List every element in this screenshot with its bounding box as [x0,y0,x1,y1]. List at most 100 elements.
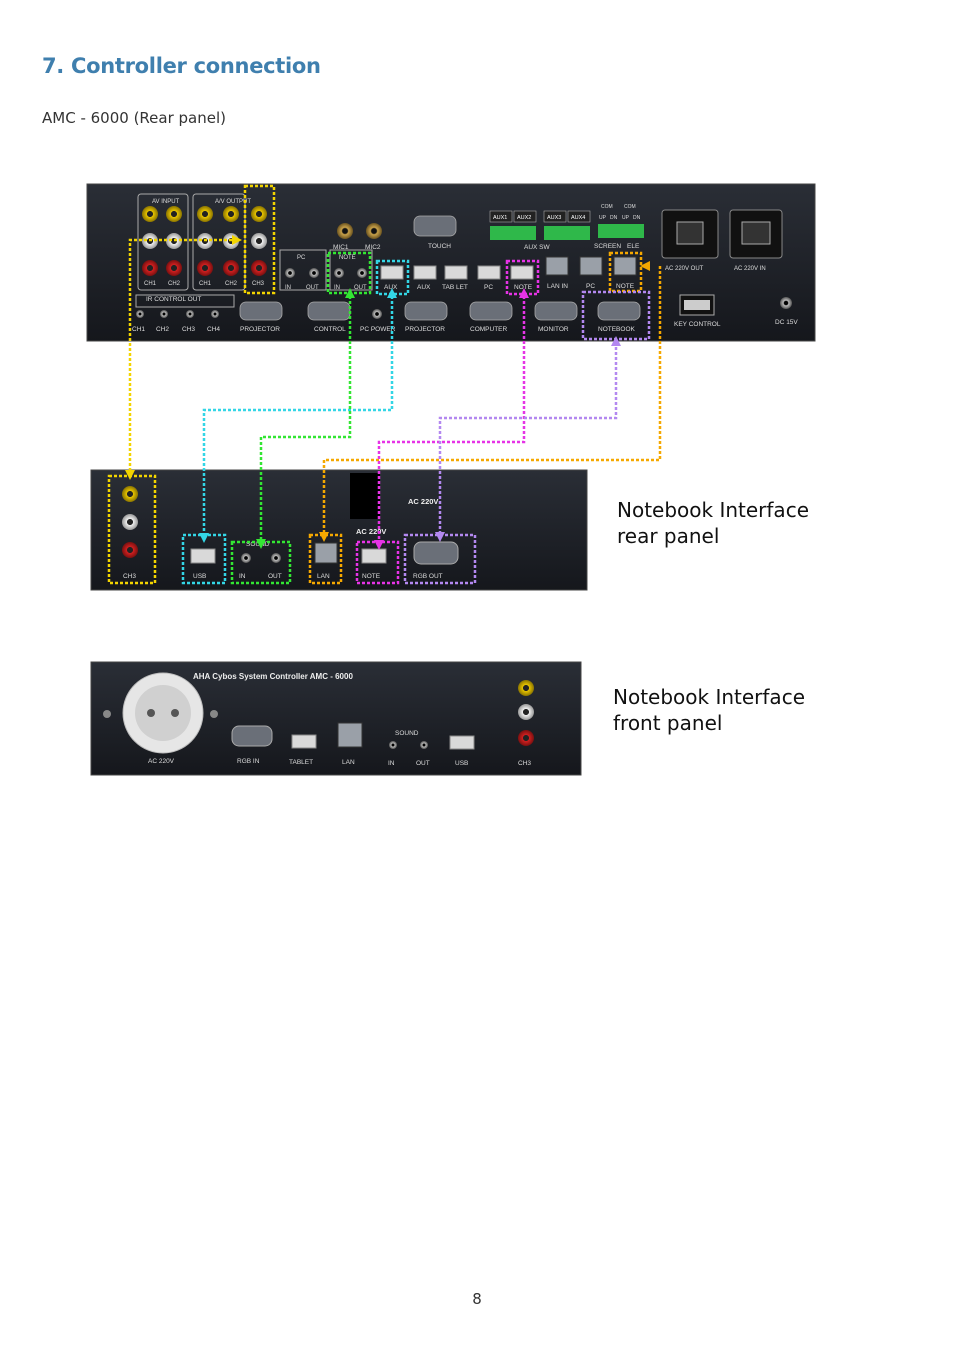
label-pc: PC [297,255,306,261]
label-aux4: AUX4 [571,215,585,221]
notebook-rear-panel: AC 220V AC 220V CH3 USB SOUND IN OUT LAN… [90,469,588,591]
caption-front-panel: Notebook Interface front panel [613,684,805,736]
connection-lines [128,238,662,540]
db-connectors [239,215,641,321]
highlight-avout-ch3 [243,184,276,295]
figure-subheading: AMC - 6000 (Rear panel) [42,109,226,127]
usb-ports [380,265,534,280]
label-ch2b: CH2 [225,281,238,287]
label-front-out: OUT [416,760,430,767]
label-mic1: MIC1 [333,244,349,251]
line-lan [322,266,662,533]
label-nbr-rgb-out: RGB OUT [413,573,443,580]
label-nbr-ch3: CH3 [123,573,136,580]
label-ir-ch4: CH4 [207,326,220,333]
label-dn1: DN [610,215,618,221]
label-ch3: CH3 [252,281,265,287]
label-front-sound: SOUND [395,730,419,737]
label-pc-in: IN [285,285,291,291]
label-lan-in: LAN IN [547,283,568,290]
label-aux2sw: AUX2 [517,215,531,221]
label-nbr-lan: LAN [317,573,330,580]
label-note-out: OUT [354,285,367,291]
label-dc: DC 15V [775,319,798,326]
label-nbr-note: NOTE [362,573,381,580]
label-front-title: AHA Cybos System Controller AMC - 6000 [193,672,353,681]
label-tablet: TAB LET [442,284,468,291]
label-ch1b: CH1 [199,281,212,287]
label-note-in: IN [334,285,340,291]
highlight-aux-usb [375,259,410,296]
label-control: CONTROL [314,326,346,333]
highlight-note-usb [505,259,540,296]
label-aux2: AUX [417,284,431,291]
line-note-usb [377,296,526,540]
label-ch2: CH2 [168,281,181,287]
label-com1: COM [601,204,613,210]
label-front-lan: LAN [342,759,355,766]
line-rgb [438,342,618,533]
label-front-ac: AC 220V [148,758,175,765]
label-monitor: MONITOR [538,326,569,333]
label-computer: COMPUTER [470,326,508,333]
label-nbr-ac2: AC 220V [356,527,386,536]
label-ir-ch1: CH1 [132,326,145,333]
label-aux1: AUX1 [493,215,507,221]
connection-diagram: AV INPUT A/V OUTPUT CH1 CH2 CH1 CH2 CH3 … [86,183,816,776]
label-ir-control-out: IR CONTROL OUT [146,296,201,303]
label-ac-out: AC 220V OUT [665,266,704,272]
caption-front-line2: front panel [613,711,723,735]
label-ir-ch3: CH3 [182,326,195,333]
label-av-input: AV INPUT [152,199,180,205]
label-front-usb: USB [455,760,468,767]
label-mic2: MIC2 [365,244,381,251]
label-projector2: PROJECTOR [405,326,445,333]
label-lan-pc: PC [586,283,595,290]
label-ac-in: AC 220V IN [734,266,766,272]
label-notebook: NOTEBOOK [598,326,636,333]
label-note-usb: NOTE [514,284,533,291]
label-lan-note: NOTE [616,283,635,290]
page-number: 8 [472,1290,482,1308]
caption-rear-line1: Notebook Interface [617,498,809,522]
aux-sw-terminals [489,210,644,240]
label-aux: AUX [384,284,398,291]
label-touch: TOUCH [428,243,451,250]
label-nbr-ac1: AC 220V [408,497,438,506]
label-aux3: AUX3 [547,215,561,221]
notebook-front-panel: AHA Cybos System Controller AMC - 6000 A… [90,661,582,776]
line-sound [259,296,352,540]
label-front-ch3: CH3 [518,760,531,767]
line-usb-aux [202,296,394,533]
label-nbr-usb: USB [193,573,206,580]
line-ch3 [128,238,232,470]
label-front-tablet: TABLET [289,759,313,766]
lan-ports [545,256,637,276]
label-ch1: CH1 [144,281,157,287]
label-up1: UP [599,215,607,221]
label-av-output: A/V OUTPUT [215,199,251,205]
label-key-control: KEY CONTROL [674,321,721,328]
caption-rear-panel: Notebook Interface rear panel [617,497,809,549]
label-ir-ch2: CH2 [156,326,169,333]
caption-rear-line2: rear panel [617,524,720,548]
label-nbr-sound: SOUND [246,541,270,548]
arrow-heads [125,235,650,550]
label-dn2: DN [633,215,641,221]
label-nbr-in: IN [239,573,246,580]
amc-rear-panel: AV INPUT A/V OUTPUT CH1 CH2 CH1 CH2 CH3 … [86,183,816,342]
label-pc-usb: PC [484,284,493,291]
label-aux-sw: AUX SW [524,244,551,251]
label-up2: UP [622,215,630,221]
highlight-nbr-sound [230,540,292,585]
label-note: NOTE [339,255,356,261]
label-pc-power: PC POWER [360,326,396,333]
label-front-rgb-in: RGB IN [237,758,260,765]
label-front-in: IN [388,760,395,767]
label-com2: COM [624,204,636,210]
label-nbr-out: OUT [268,573,282,580]
caption-front-line1: Notebook Interface [613,685,805,709]
label-projector: PROJECTOR [240,326,280,333]
label-ele: ELE [627,243,640,250]
highlight-lan-note [608,251,643,293]
